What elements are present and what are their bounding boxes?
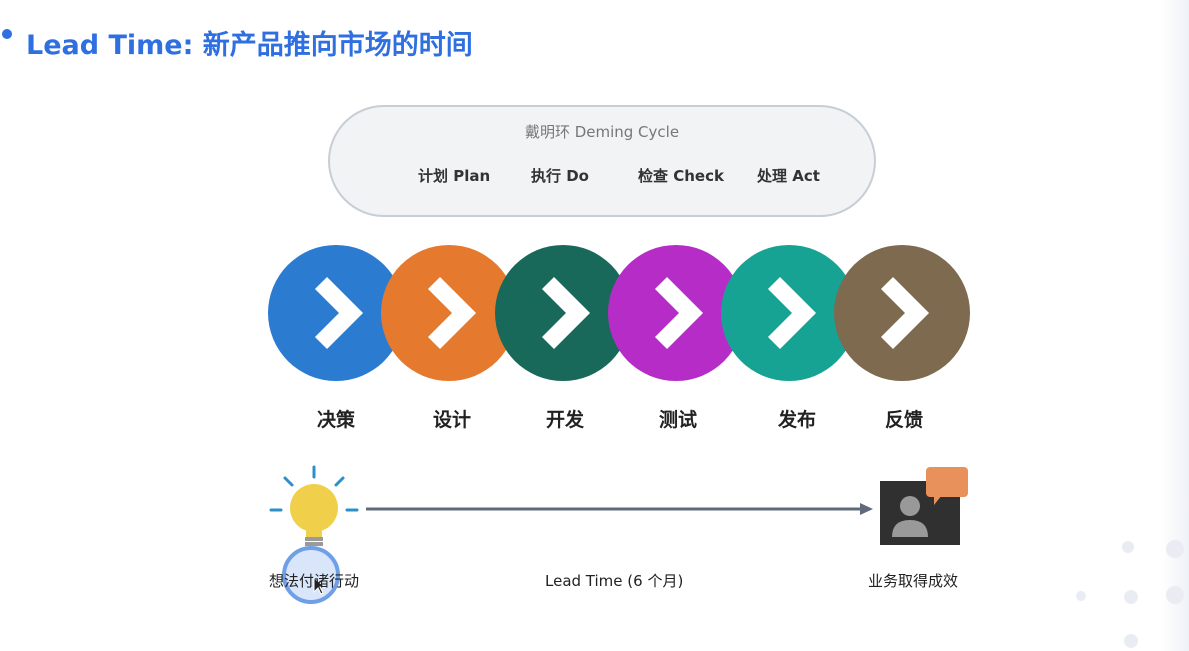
decor-dot: [1166, 586, 1184, 604]
decor-dot: [1166, 540, 1184, 558]
lead-time-arrow: [366, 503, 873, 515]
decor-dot: [1124, 590, 1138, 604]
page-title-text: Lead Time: 新产品推向市场的时间: [26, 29, 473, 61]
stage-circle-design: [381, 245, 517, 381]
decor-dot: [1124, 634, 1138, 648]
deming-cycle-title: 戴明环 Deming Cycle: [524, 123, 680, 141]
chevron-right-icon: [767, 276, 817, 350]
chevron-right-icon: [314, 276, 364, 350]
deming-phase-plan: 计划 Plan: [418, 167, 491, 185]
stage-circle-feedback: [834, 245, 970, 381]
cursor-highlight: [282, 546, 340, 604]
bullet-icon: [2, 29, 12, 39]
chevron-right-icon: [880, 276, 930, 350]
person-speech-icon: [880, 467, 968, 545]
stage-label-testing: 测试: [658, 409, 697, 431]
chevron-right-icon: [427, 276, 477, 350]
chevron-right-icon: [541, 276, 591, 350]
stage-label-decision: 决策: [316, 409, 355, 431]
deming-phase-act: 处理 Act: [757, 167, 820, 185]
stage-label-design: 设计: [432, 409, 471, 431]
deming-cycle-panel: 戴明环 Deming Cycle 计划 Plan 执行 Do 检查 Check …: [328, 105, 876, 217]
lightbulb-icon: [269, 465, 359, 546]
chevron-right-icon: [654, 276, 704, 350]
page-title: Lead Time: 新产品推向市场的时间: [0, 22, 473, 62]
stage-label-development: 开发: [545, 409, 584, 431]
stage-label-feedback: 反馈: [884, 409, 923, 431]
deming-phase-check: 检查 Check: [638, 167, 724, 185]
end-label: 业务取得成效: [868, 572, 959, 590]
stage-label-release: 发布: [777, 409, 816, 431]
decor-dot: [1122, 541, 1134, 553]
start-label: 想法付诸行动: [269, 572, 360, 590]
lead-time-label: Lead Time (6 个月): [545, 572, 684, 590]
mouse-pointer-icon: [313, 577, 327, 595]
decor-dot: [1076, 591, 1086, 601]
deming-phase-do: 执行 Do: [531, 167, 589, 185]
